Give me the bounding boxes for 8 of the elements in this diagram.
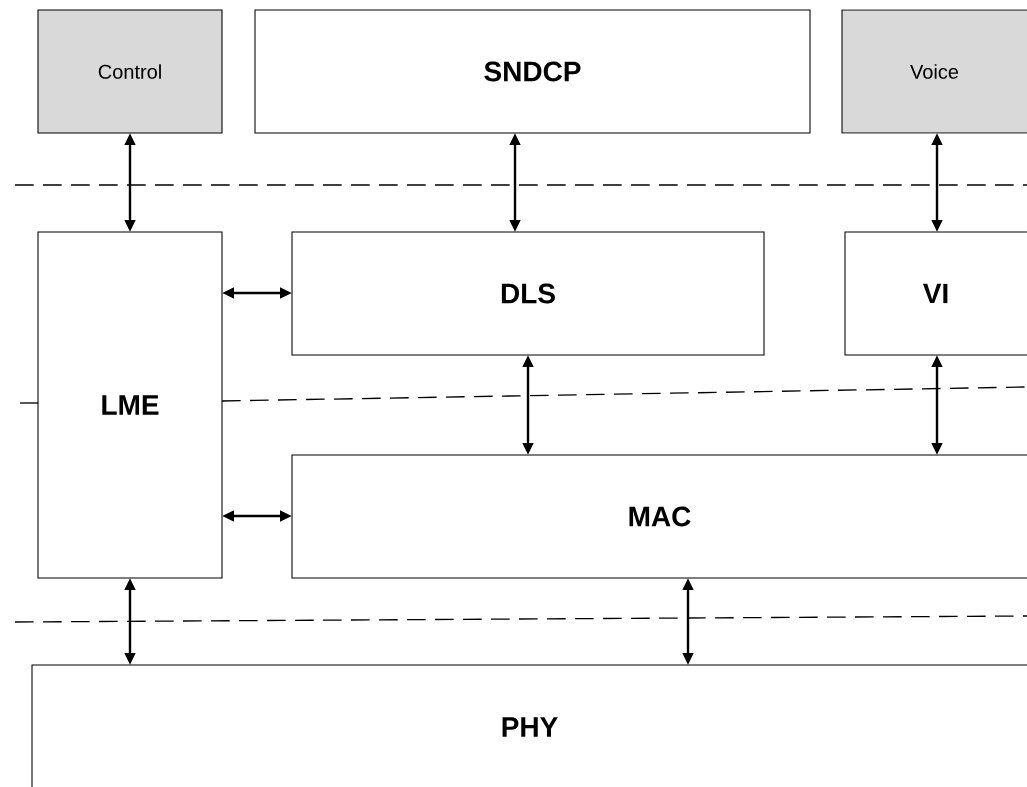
service-box: Voice [841,9,1027,134]
layer-box: LME [37,231,223,579]
service-box: Control [37,9,223,134]
layer-box: SNDCP [254,9,811,134]
layer-box: PHY [31,664,1027,787]
layer-box: MAC [291,454,1027,579]
layer-box: DLS [291,231,765,356]
layer-box: VI [844,231,1027,356]
